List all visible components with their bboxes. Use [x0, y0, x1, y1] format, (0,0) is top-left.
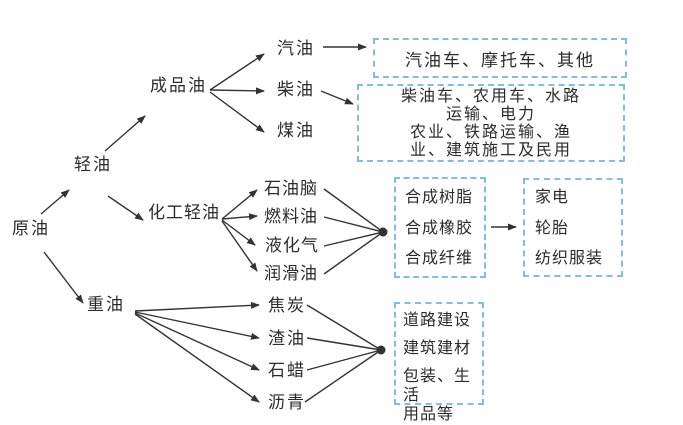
box-diesel-uses-line: 业、建筑施工及民用 [409, 142, 572, 159]
node-asphalt: 沥青 [268, 393, 306, 412]
arrow-refined-to-kerosene [209, 91, 265, 133]
line-lube-oil-to-junction [323, 231, 384, 275]
node-refined-oil: 成品油 [150, 76, 207, 95]
box-synthetics-line: 合成橡胶 [405, 220, 474, 237]
box-gasoline-uses: 汽油车、摩托车、其他 [373, 38, 627, 78]
arrow-heavy-to-residual-oil [134, 311, 260, 340]
node-crude-oil: 原油 [12, 219, 50, 238]
arrow-light-to-refined-oil [104, 115, 146, 152]
node-lpg: 液化气 [265, 236, 319, 255]
node-naphtha: 石油脑 [264, 179, 318, 198]
arrow-refined-to-gasoline [209, 53, 265, 91]
arrow-crude-to-heavy-oil [43, 251, 84, 304]
box-diesel-uses-line: 运输、电力 [445, 106, 536, 123]
node-diesel: 柴油 [277, 80, 315, 99]
node-gasoline: 汽油 [277, 39, 315, 58]
line-asphalt-to-junction [304, 349, 382, 403]
node-fuel-oil: 燃料油 [264, 207, 318, 226]
arrow-heavy-to-coke [134, 301, 260, 312]
node-residual-oil: 渣油 [268, 329, 306, 348]
box-heavy-uses-line: 建筑建材 [403, 340, 472, 357]
junction-dot-synthetics [378, 227, 388, 237]
node-light-oil: 轻油 [74, 155, 112, 174]
box-synthetic-products-line: 纺织服装 [535, 250, 604, 267]
node-heavy-oil: 重油 [87, 295, 125, 314]
box-synthetic-products: 家电 轮胎 纺织服装 [523, 178, 623, 277]
box-heavy-oil-uses: 道路建设 建筑建材 包装、生活 用品等 [394, 302, 484, 423]
node-paraffin: 石蜡 [268, 361, 306, 380]
arrow-diesel-to-box [320, 90, 354, 105]
line-paraffin-to-junction [306, 349, 382, 371]
box-diesel-uses-line: 农业、铁路运输、渔 [409, 124, 572, 141]
line-lpg-to-junction [323, 231, 384, 247]
arrow-refined-to-diesel [209, 87, 265, 95]
line-fuel-oil-to-junction [323, 216, 384, 233]
box-synthetic-products-line: 轮胎 [535, 220, 570, 237]
box-gasoline-uses-line: 汽油车、摩托车、其他 [405, 50, 595, 70]
box-heavy-uses-line: 道路建设 [403, 312, 472, 329]
arrow-heavy-to-paraffin [134, 312, 260, 371]
line-naphtha-to-junction [323, 188, 384, 233]
box-diesel-kerosene-uses: 柴油车、农用车、水路 运输、电力 农业、铁路运输、渔 业、建筑施工及民用 [357, 84, 625, 162]
node-coke: 焦炭 [268, 296, 306, 315]
box-heavy-uses-line: 用品等 [403, 406, 455, 423]
line-residual-to-junction [306, 337, 382, 351]
arrow-crude-to-light-oil [40, 189, 70, 215]
node-kerosene: 煤油 [277, 121, 315, 140]
arrow-chem-to-lube-oil [221, 220, 258, 272]
arrow-chem-to-lpg [221, 219, 256, 246]
box-heavy-uses-line: 包装、生活 [403, 368, 472, 404]
node-chem-light-oil: 化工轻油 [148, 203, 220, 222]
box-synthetic-products-line: 家电 [535, 189, 570, 206]
node-lube-oil: 润滑油 [264, 264, 318, 283]
arrow-heavy-to-asphalt [134, 313, 260, 403]
line-coke-to-junction [306, 304, 382, 351]
box-synthetics-line: 合成纤维 [405, 250, 474, 267]
box-synthetics-line: 合成树脂 [405, 189, 474, 206]
box-diesel-uses-line: 柴油车、农用车、水路 [400, 88, 581, 105]
junction-dot-heavy-uses [376, 345, 386, 355]
arrow-chem-to-naphtha [221, 189, 258, 220]
box-synthetics: 合成树脂 合成橡胶 合成纤维 [394, 177, 486, 278]
arrow-chem-to-fuel-oil [221, 213, 258, 221]
arrow-light-to-chem-light-oil [107, 195, 144, 221]
